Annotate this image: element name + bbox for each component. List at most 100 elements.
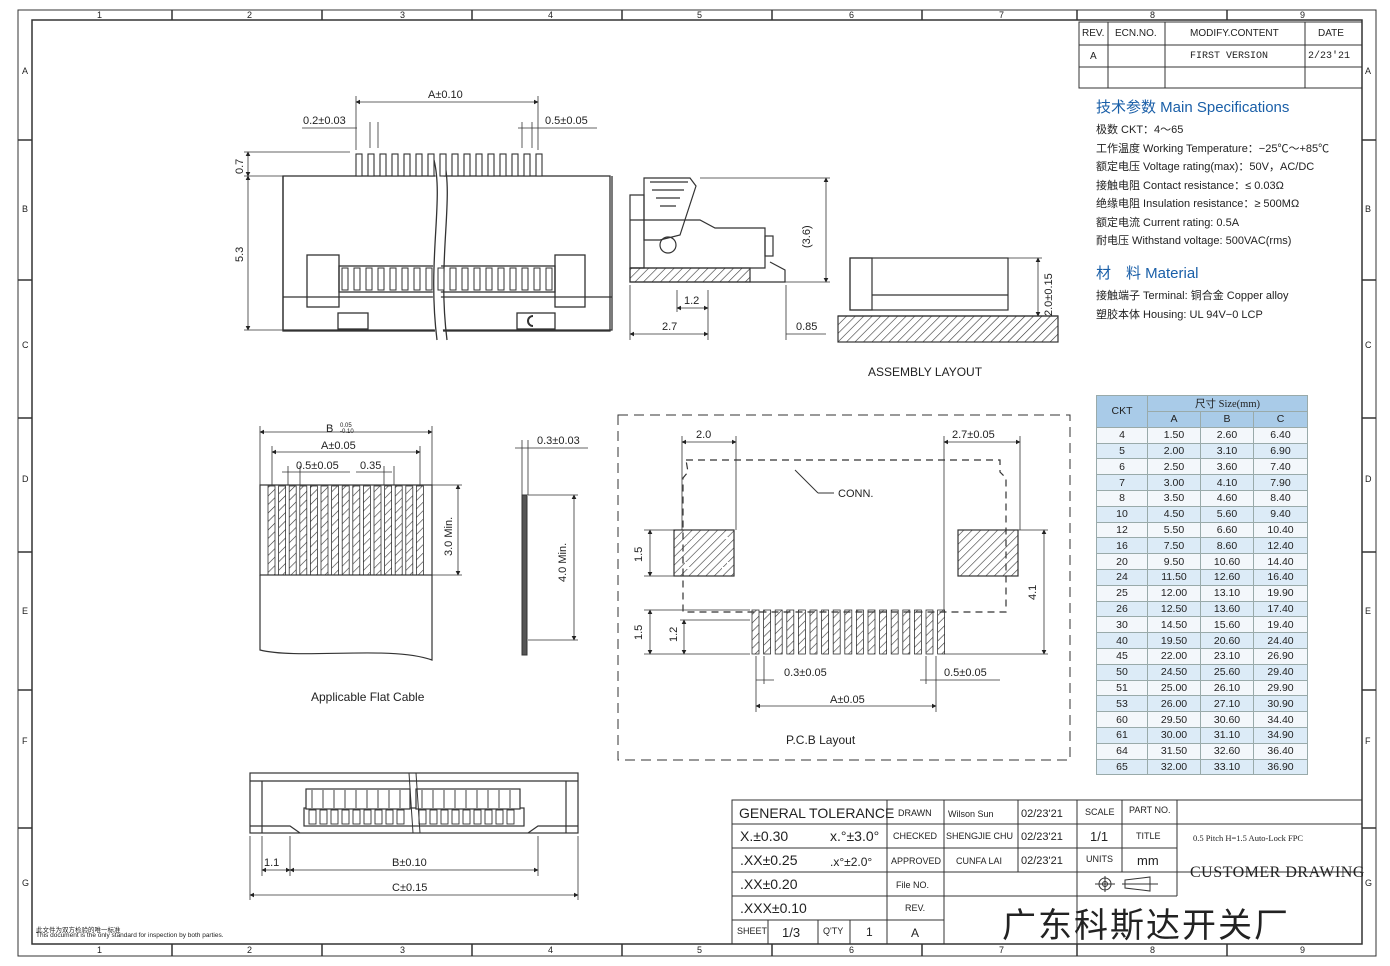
size-table-cell: 7.90 (1253, 474, 1308, 491)
dim-side-w1: 1.2 (684, 295, 699, 307)
spec-row: 额定电压 Voltage rating(max)：50V，AC/DC (1096, 161, 1315, 173)
pin (475, 153, 483, 177)
size-table-cell: 20 (1096, 553, 1148, 570)
size-table-cell: 64 (1096, 742, 1148, 760)
size-table-cell: 6 (1096, 458, 1148, 476)
tolerance-angle-1: .x°±2.0° (830, 855, 873, 869)
size-table-cell: 12.40 (1253, 537, 1308, 555)
size-table-cell: 30.60 (1200, 711, 1254, 728)
inner-contact (449, 267, 457, 291)
size-table-cell: 30 (1096, 616, 1148, 634)
tolerance-linear-0: X.±0.30 (740, 828, 789, 844)
bottom-contact (462, 809, 471, 825)
size-table-cell: 29.50 (1147, 711, 1201, 728)
zone-row-label: E (22, 606, 28, 616)
pin (463, 153, 471, 177)
zone-row-label: B (22, 204, 28, 214)
zone-col-label: 6 (849, 945, 854, 955)
zone-col-label: 8 (1150, 10, 1155, 20)
pcb-pad (763, 609, 771, 655)
tolerance-linear-3: .XXX±0.10 (740, 900, 807, 916)
bottom-contact (484, 809, 493, 825)
size-table-cell: 65 (1096, 758, 1148, 776)
pcb-pad (786, 609, 795, 655)
inspection-note-cn: 此文件为双方检验的唯一标准 (36, 927, 121, 934)
size-table-cell: 22.00 (1147, 647, 1201, 665)
pin (523, 153, 531, 177)
company-name: 广东科斯达开关厂 (1002, 908, 1290, 945)
drawing-title: 0.5 Pitch H=1.5 Auto-Lock FPC (1193, 833, 1304, 843)
pin (535, 153, 543, 177)
size-table-cell: 4.50 (1147, 505, 1201, 523)
size-table-cell: 3.60 (1200, 458, 1254, 476)
top-view-dimensions (244, 96, 597, 331)
material-row: 接触端子 Terminal: 铜合金 Copper alloy (1096, 290, 1289, 302)
size-table-cell: 3.10 (1200, 442, 1254, 460)
size-table-cell: 29.40 (1253, 663, 1308, 681)
size-table-cell: 13.60 (1200, 600, 1254, 618)
zone-col-label: 2 (247, 945, 252, 955)
size-table-cell: 36.90 (1253, 758, 1308, 776)
size-table-cell: 16.40 (1253, 568, 1308, 586)
cable-conductor (299, 485, 308, 576)
cable-conductor (362, 485, 371, 576)
inner-contact (401, 267, 409, 291)
zone-col-label: 1 (97, 945, 102, 955)
inner-contact (485, 267, 493, 291)
cable-conductor (309, 485, 318, 576)
flat-cable-conductors (267, 485, 424, 576)
size-table-cell: 27.10 (1200, 695, 1254, 713)
size-table-col-b: B (1200, 411, 1254, 428)
size-table-col-a: A (1147, 411, 1201, 428)
size-table-cell: 51 (1096, 679, 1148, 697)
scale-label: SCALE (1085, 807, 1115, 817)
zone-row-label: F (1365, 736, 1371, 746)
pcb-pad (879, 609, 887, 655)
zone-col-label: 5 (697, 10, 702, 20)
pcb-pad (751, 609, 760, 655)
dim-bottom-w1: 1.1 (264, 857, 279, 869)
size-table-cell: 5.50 (1147, 521, 1201, 539)
spec-row: 接触电阻 Contact resistance：≤ 0.03Ω (1096, 179, 1284, 192)
inner-contact (389, 267, 397, 291)
inspection-note-en: This document is the only standard for i… (36, 932, 224, 939)
zone-row-label: A (22, 66, 28, 76)
size-table-cell: 8.60 (1200, 537, 1254, 555)
size-table-cell: 24.40 (1253, 632, 1308, 649)
size-table-cell: 1.50 (1147, 426, 1201, 444)
units-label: UNITS (1086, 854, 1113, 864)
drawn-by: Wilson Sun (948, 809, 994, 819)
pcb-pad (856, 609, 864, 655)
size-table-cell: 4 (1096, 426, 1148, 444)
dim-top-p2: 0.5±0.05 (545, 115, 588, 127)
size-table-cell: 25.60 (1200, 663, 1254, 681)
inner-contact (365, 267, 373, 291)
sheet-value: 1/3 (782, 925, 801, 940)
cable-conductor (352, 485, 361, 576)
size-table-cell: 3.50 (1147, 489, 1201, 507)
drawn-date: 02/23'21 (1021, 808, 1063, 820)
top-view-pins (355, 153, 543, 177)
dim-top-p1: 0.2±0.03 (303, 115, 346, 127)
size-table-cell: 2.50 (1147, 458, 1201, 476)
inner-contact (461, 267, 469, 291)
zone-col-label: 3 (400, 10, 405, 20)
sheet-label: SHEET (737, 926, 768, 936)
bottom-contact (352, 809, 361, 825)
size-table-cell: 32.00 (1147, 758, 1201, 776)
cable-conductor (373, 485, 382, 576)
pcb-pad (821, 609, 829, 655)
inner-contact (353, 267, 361, 291)
rev-header-rev: REV. (1082, 28, 1105, 39)
connector-top-view (282, 159, 613, 341)
size-table-col-c: C (1253, 411, 1308, 428)
